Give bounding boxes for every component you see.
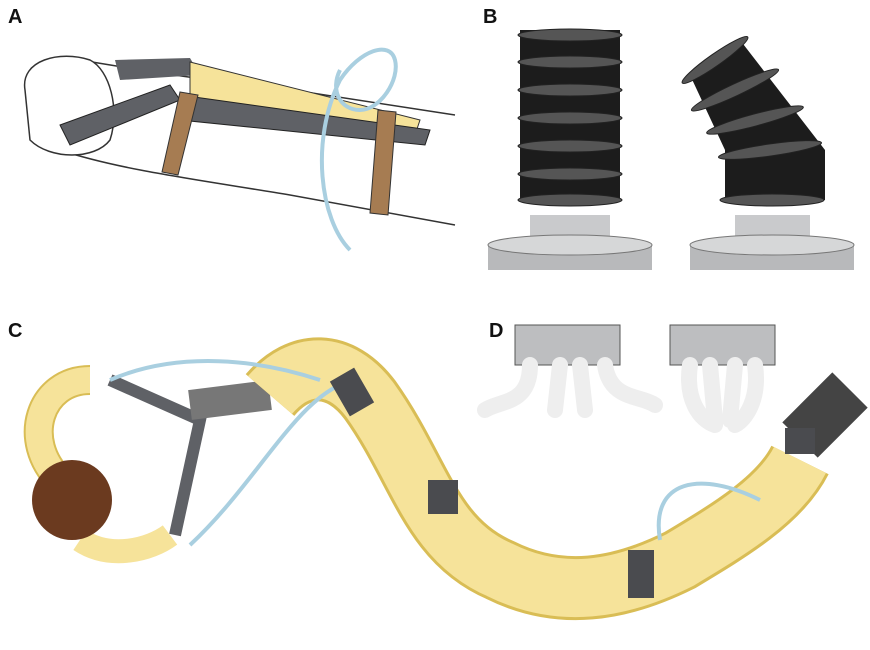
panel-d-fingers bbox=[477, 324, 776, 433]
panel-label-d: D bbox=[489, 320, 504, 342]
panel-c-soft-gripper bbox=[23, 337, 868, 621]
panel-b-bent-column bbox=[681, 36, 855, 270]
panel-a-hand-brace bbox=[23, 47, 456, 252]
panel-label-a: A bbox=[8, 6, 23, 28]
panel-label-c: C bbox=[8, 320, 23, 342]
panel-b-straight-column bbox=[487, 28, 653, 270]
panel-label-b: B bbox=[483, 6, 498, 28]
